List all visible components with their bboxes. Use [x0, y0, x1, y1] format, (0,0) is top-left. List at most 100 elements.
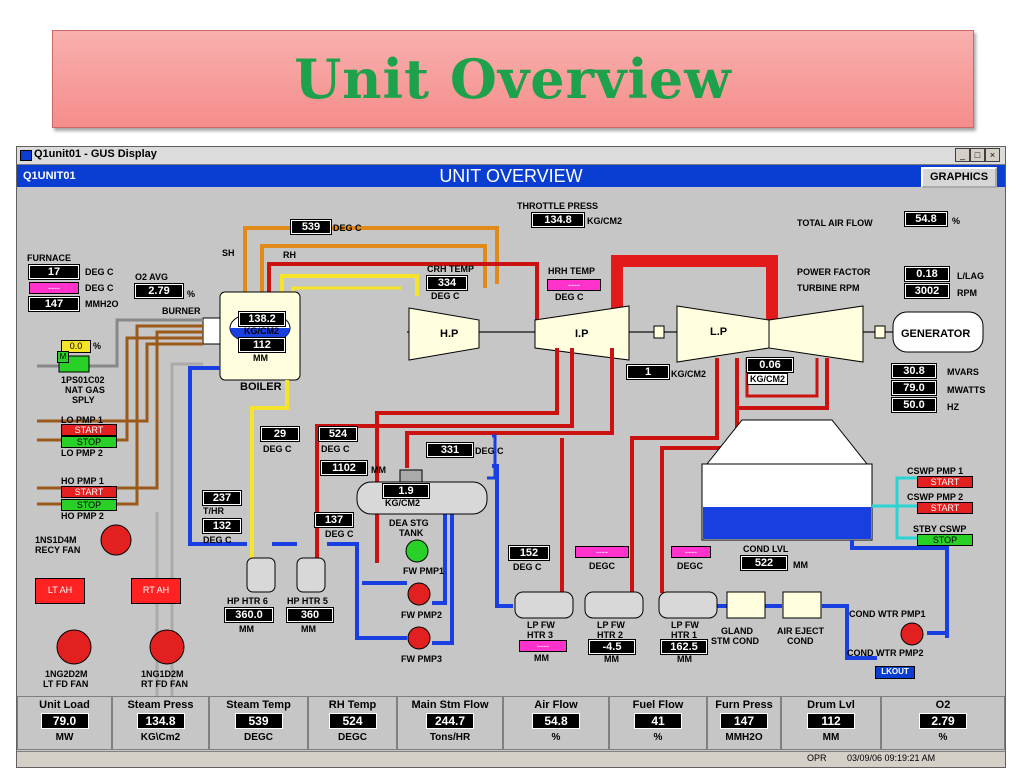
o2-value: 2.79 — [135, 284, 183, 298]
close-button[interactable]: × — [985, 148, 1000, 162]
hrh-value: ---- — [547, 279, 601, 291]
dea-label-1: DEA STG — [389, 518, 429, 528]
fw-pmp2-icon — [407, 582, 431, 606]
recy-fan-desc: RECY FAN — [35, 545, 81, 555]
total-air-value: 54.8 — [905, 212, 947, 226]
lo-pmp1-label: LO PMP 1 — [61, 415, 103, 425]
degc-a-value: ---- — [575, 546, 629, 558]
throttle-value: 134.8 — [532, 213, 584, 227]
furnace-label: FURNACE — [27, 253, 71, 263]
summary-unit: % — [551, 732, 561, 743]
minimize-button[interactable]: _ — [955, 148, 970, 162]
coupling-1 — [653, 325, 665, 339]
furnace-press-unit: MMH2O — [85, 299, 119, 309]
hp-htr6-label: HP HTR 6 — [227, 596, 268, 606]
crh-value: 334 — [427, 276, 467, 290]
window-app-icon — [20, 150, 32, 161]
summary-value: 539 — [234, 713, 283, 729]
lp-htr3-value: ---- — [519, 640, 567, 652]
valve-mode[interactable]: M — [57, 351, 69, 363]
fw-temp1-unit: DEG C — [263, 444, 292, 454]
lt-fd-fan-icon — [56, 629, 92, 665]
summary-label: O2 — [935, 699, 951, 711]
summary-label: Unit Load — [39, 699, 90, 711]
lo-pmp2-label: LO PMP 2 — [61, 448, 103, 458]
air-eject-label1: AIR EJECT — [777, 626, 825, 636]
deaerator-line — [487, 434, 497, 480]
summary-label: Steam Temp — [226, 699, 291, 711]
lt-fd-fan-desc: LT FD FAN — [43, 679, 89, 689]
summary-unit: % — [938, 732, 948, 743]
fw-pmp3-label: FW PMP3 — [401, 654, 443, 664]
stby-cswp-stop-button[interactable]: STOP — [917, 534, 973, 546]
cswp1-start-button[interactable]: START — [917, 476, 973, 488]
turbine-rpm-value: 3002 — [905, 284, 949, 298]
hz-value: 50.0 — [892, 398, 936, 412]
lp-extraction-line-2 — [630, 358, 719, 593]
display-header-bar: Q1UNIT01 UNIT OVERVIEW GRAPHICS — [17, 165, 1005, 188]
boiler-press-value: 138.2 — [239, 312, 285, 326]
power-factor-value: 0.18 — [905, 267, 949, 281]
rt-fd-fan-tag: 1NG1D2M — [141, 669, 184, 679]
graphics-button[interactable]: GRAPHICS — [921, 167, 997, 188]
cswp2-label: CSWP PMP 2 — [907, 492, 964, 502]
hrh-label: HRH TEMP — [548, 266, 595, 276]
mwatts-unit: MWATTS — [947, 385, 986, 395]
temp-132-unit: DEG C — [203, 535, 232, 545]
lp-htr2-label1: LP FW — [597, 620, 625, 630]
maximize-button[interactable]: □ — [970, 148, 985, 162]
coupling-2 — [874, 325, 886, 339]
valve-pct[interactable]: 0.0 — [61, 340, 91, 353]
window-titlebar[interactable]: Q1unit01 - GUS Display _ □ × — [17, 147, 1005, 165]
summary-label: Main Stm Flow — [411, 699, 489, 711]
summary-value: 134.8 — [136, 713, 185, 729]
ho-stop-button[interactable]: STOP — [61, 499, 117, 511]
lo-start-button[interactable]: START — [61, 424, 117, 436]
lp-turbine-right — [768, 305, 864, 363]
feedwater-line-6 — [432, 498, 447, 605]
slide-title-text: Unit Overview — [294, 47, 732, 111]
ip-extraction-line-3 — [405, 348, 614, 468]
lkout-badge[interactable]: LKOUT — [875, 666, 915, 679]
summary-value: 147 — [720, 713, 768, 729]
lp-htr3-label2: HTR 3 — [527, 630, 554, 640]
cswp2-start-button[interactable]: START — [917, 502, 973, 514]
turbine-rpm-unit: RPM — [957, 288, 977, 298]
furnace-temp2-unit: DEG C — [85, 283, 114, 293]
valve-desc1: NAT GAS — [65, 385, 105, 395]
cswp1-label: CSWP PMP 1 — [907, 466, 964, 476]
flow-unit: T/HR — [203, 506, 224, 516]
fw-pmp1-icon — [405, 539, 429, 563]
ip-turbine-label: I.P — [575, 328, 589, 340]
status-bar: OPR 03/09/06 09:19:21 AM — [17, 751, 1005, 767]
lp-htr3-shell — [514, 591, 574, 619]
generator-label: GENERATOR — [901, 328, 971, 340]
temp-137-unit: DEG C — [325, 529, 354, 539]
ho-start-button[interactable]: START — [61, 486, 117, 498]
lp-turbine-label: L.P — [710, 326, 728, 338]
dea-temp-unit: DEG C — [475, 446, 504, 456]
condensate-line-5 — [850, 540, 949, 638]
lt-ah-box[interactable]: LT AH — [35, 578, 85, 604]
temp-132-value: 132 — [203, 519, 241, 533]
unit-id: Q1UNIT01 — [23, 170, 76, 182]
lp-exhaust-line — [735, 358, 829, 410]
summary-label: RH Temp — [328, 699, 377, 711]
hp-htr6-shell — [246, 557, 276, 593]
rt-ah-box[interactable]: RT AH — [131, 578, 181, 604]
cond-wtr-pmp1-icon — [900, 622, 924, 646]
hp-turbine — [408, 307, 480, 361]
lo-stop-button[interactable]: STOP — [61, 436, 117, 448]
summary-unit: % — [653, 732, 663, 743]
lp-htr2-shell — [584, 591, 644, 619]
